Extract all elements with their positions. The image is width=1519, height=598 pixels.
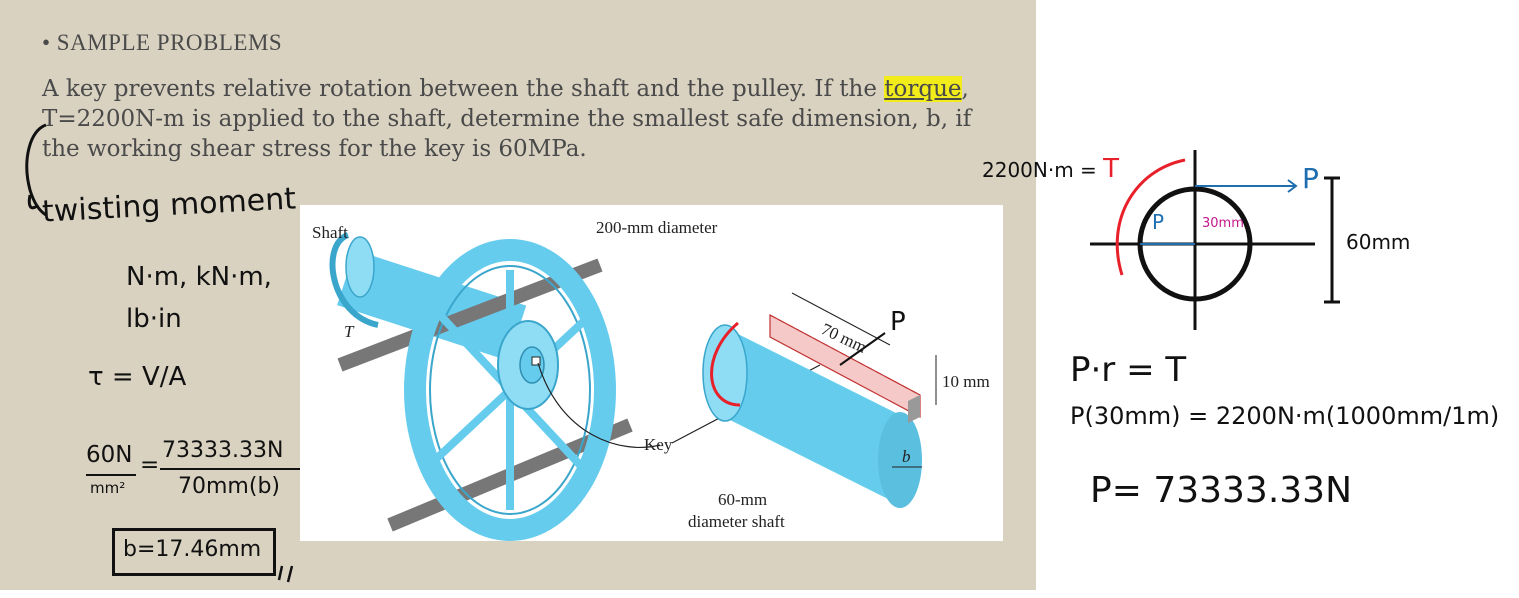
key-side — [908, 395, 920, 423]
cross-section-diagram — [1090, 150, 1340, 330]
note-diameter: 60mm — [1346, 230, 1411, 254]
torque-symbol: T — [1103, 154, 1120, 184]
note-units-line2: lb·in — [126, 304, 182, 334]
eq-left-numerator: 60N — [86, 442, 133, 468]
shaft-segment-end — [702, 324, 748, 422]
handwritten-bracket — [25, 123, 47, 217]
force-arrow — [839, 332, 886, 366]
label-key: Key — [644, 435, 673, 454]
answer-text: b=17.46mm — [123, 537, 262, 562]
problem-text-end: , T=2200N-m is applied to the shaft, det… — [42, 76, 972, 162]
problem-statement: A key prevents relative rotation between… — [42, 74, 1002, 164]
eq-right-fraction-bar — [160, 468, 300, 470]
label-shaft-diameter-2: diameter shaft — [688, 512, 785, 531]
note-shear-formula: τ = V/A — [88, 362, 187, 392]
label-key-height: 10 mm — [942, 372, 990, 391]
figure-drawing: Shaft T 200-mm diameter Key 70 mm 10 mm … — [312, 218, 990, 541]
note-torque-value: 2200N·m = T — [982, 154, 1119, 184]
note-force-inner: P — [1152, 210, 1165, 234]
note-moment-equation: P·r = T — [1070, 350, 1187, 390]
key-hatching — [769, 314, 921, 396]
eq-equals: = — [140, 452, 160, 478]
eq-right-denominator: 70mm(b) — [178, 474, 280, 499]
shaft-end — [345, 236, 375, 298]
label-force-p: P — [890, 307, 906, 337]
torque-value-text: 2200N·m = — [982, 158, 1104, 182]
eq-right-numerator: 73333.33N — [162, 438, 284, 463]
answer-tick-marks — [277, 565, 294, 583]
note-units-line1: N·m, kN·m, — [126, 262, 272, 292]
label-torque: T — [344, 322, 355, 341]
problem-text-start: A key prevents relative rotation between… — [42, 76, 885, 102]
highlighted-word-torque: torque — [884, 76, 962, 102]
shaft-pulley-figure: Shaft T 200-mm diameter Key 70 mm 10 mm … — [300, 205, 1003, 541]
force-top-arrowhead — [1287, 179, 1298, 193]
pulley-rim-inner — [429, 265, 591, 515]
right-notes: 2200N·m = T P P 30mm 60mm P·r = T P(30mm… — [982, 140, 1510, 580]
label-shaft: Shaft — [312, 223, 348, 242]
slide: • SAMPLE PROBLEMS A key prevents relativ… — [0, 0, 1036, 590]
shaft-segment-far-end — [878, 412, 922, 508]
note-unit-conversion: P(30mm) = 2200N·m(1000mm/1m) — [1070, 402, 1500, 430]
keyway — [531, 356, 541, 366]
note-force-result: P= 73333.33N — [1090, 470, 1353, 511]
note-stress-equation: 60N mm² = 73333.33N 70mm(b) — [86, 438, 316, 522]
note-force-top: P — [1302, 162, 1319, 195]
torque-arrow — [329, 232, 379, 328]
rotation-arrow — [710, 321, 741, 407]
shaft-segment — [720, 325, 900, 505]
dimension-70mm — [791, 292, 891, 346]
answer-box: b=17.46mm — [112, 528, 276, 576]
eq-left-fraction-bar — [86, 474, 136, 476]
torque-direction-arrow — [1115, 158, 1186, 276]
pulley-rim — [404, 239, 616, 541]
eq-left-denominator: mm² — [90, 479, 126, 497]
label-pulley-diameter: 200-mm diameter — [596, 218, 718, 237]
label-key-width: b — [902, 447, 911, 466]
section-heading: • SAMPLE PROBLEMS — [42, 30, 283, 55]
note-radius: 30mm — [1202, 216, 1244, 231]
label-shaft-diameter-1: 60-mm — [718, 490, 767, 509]
key-leader-left — [537, 362, 661, 448]
